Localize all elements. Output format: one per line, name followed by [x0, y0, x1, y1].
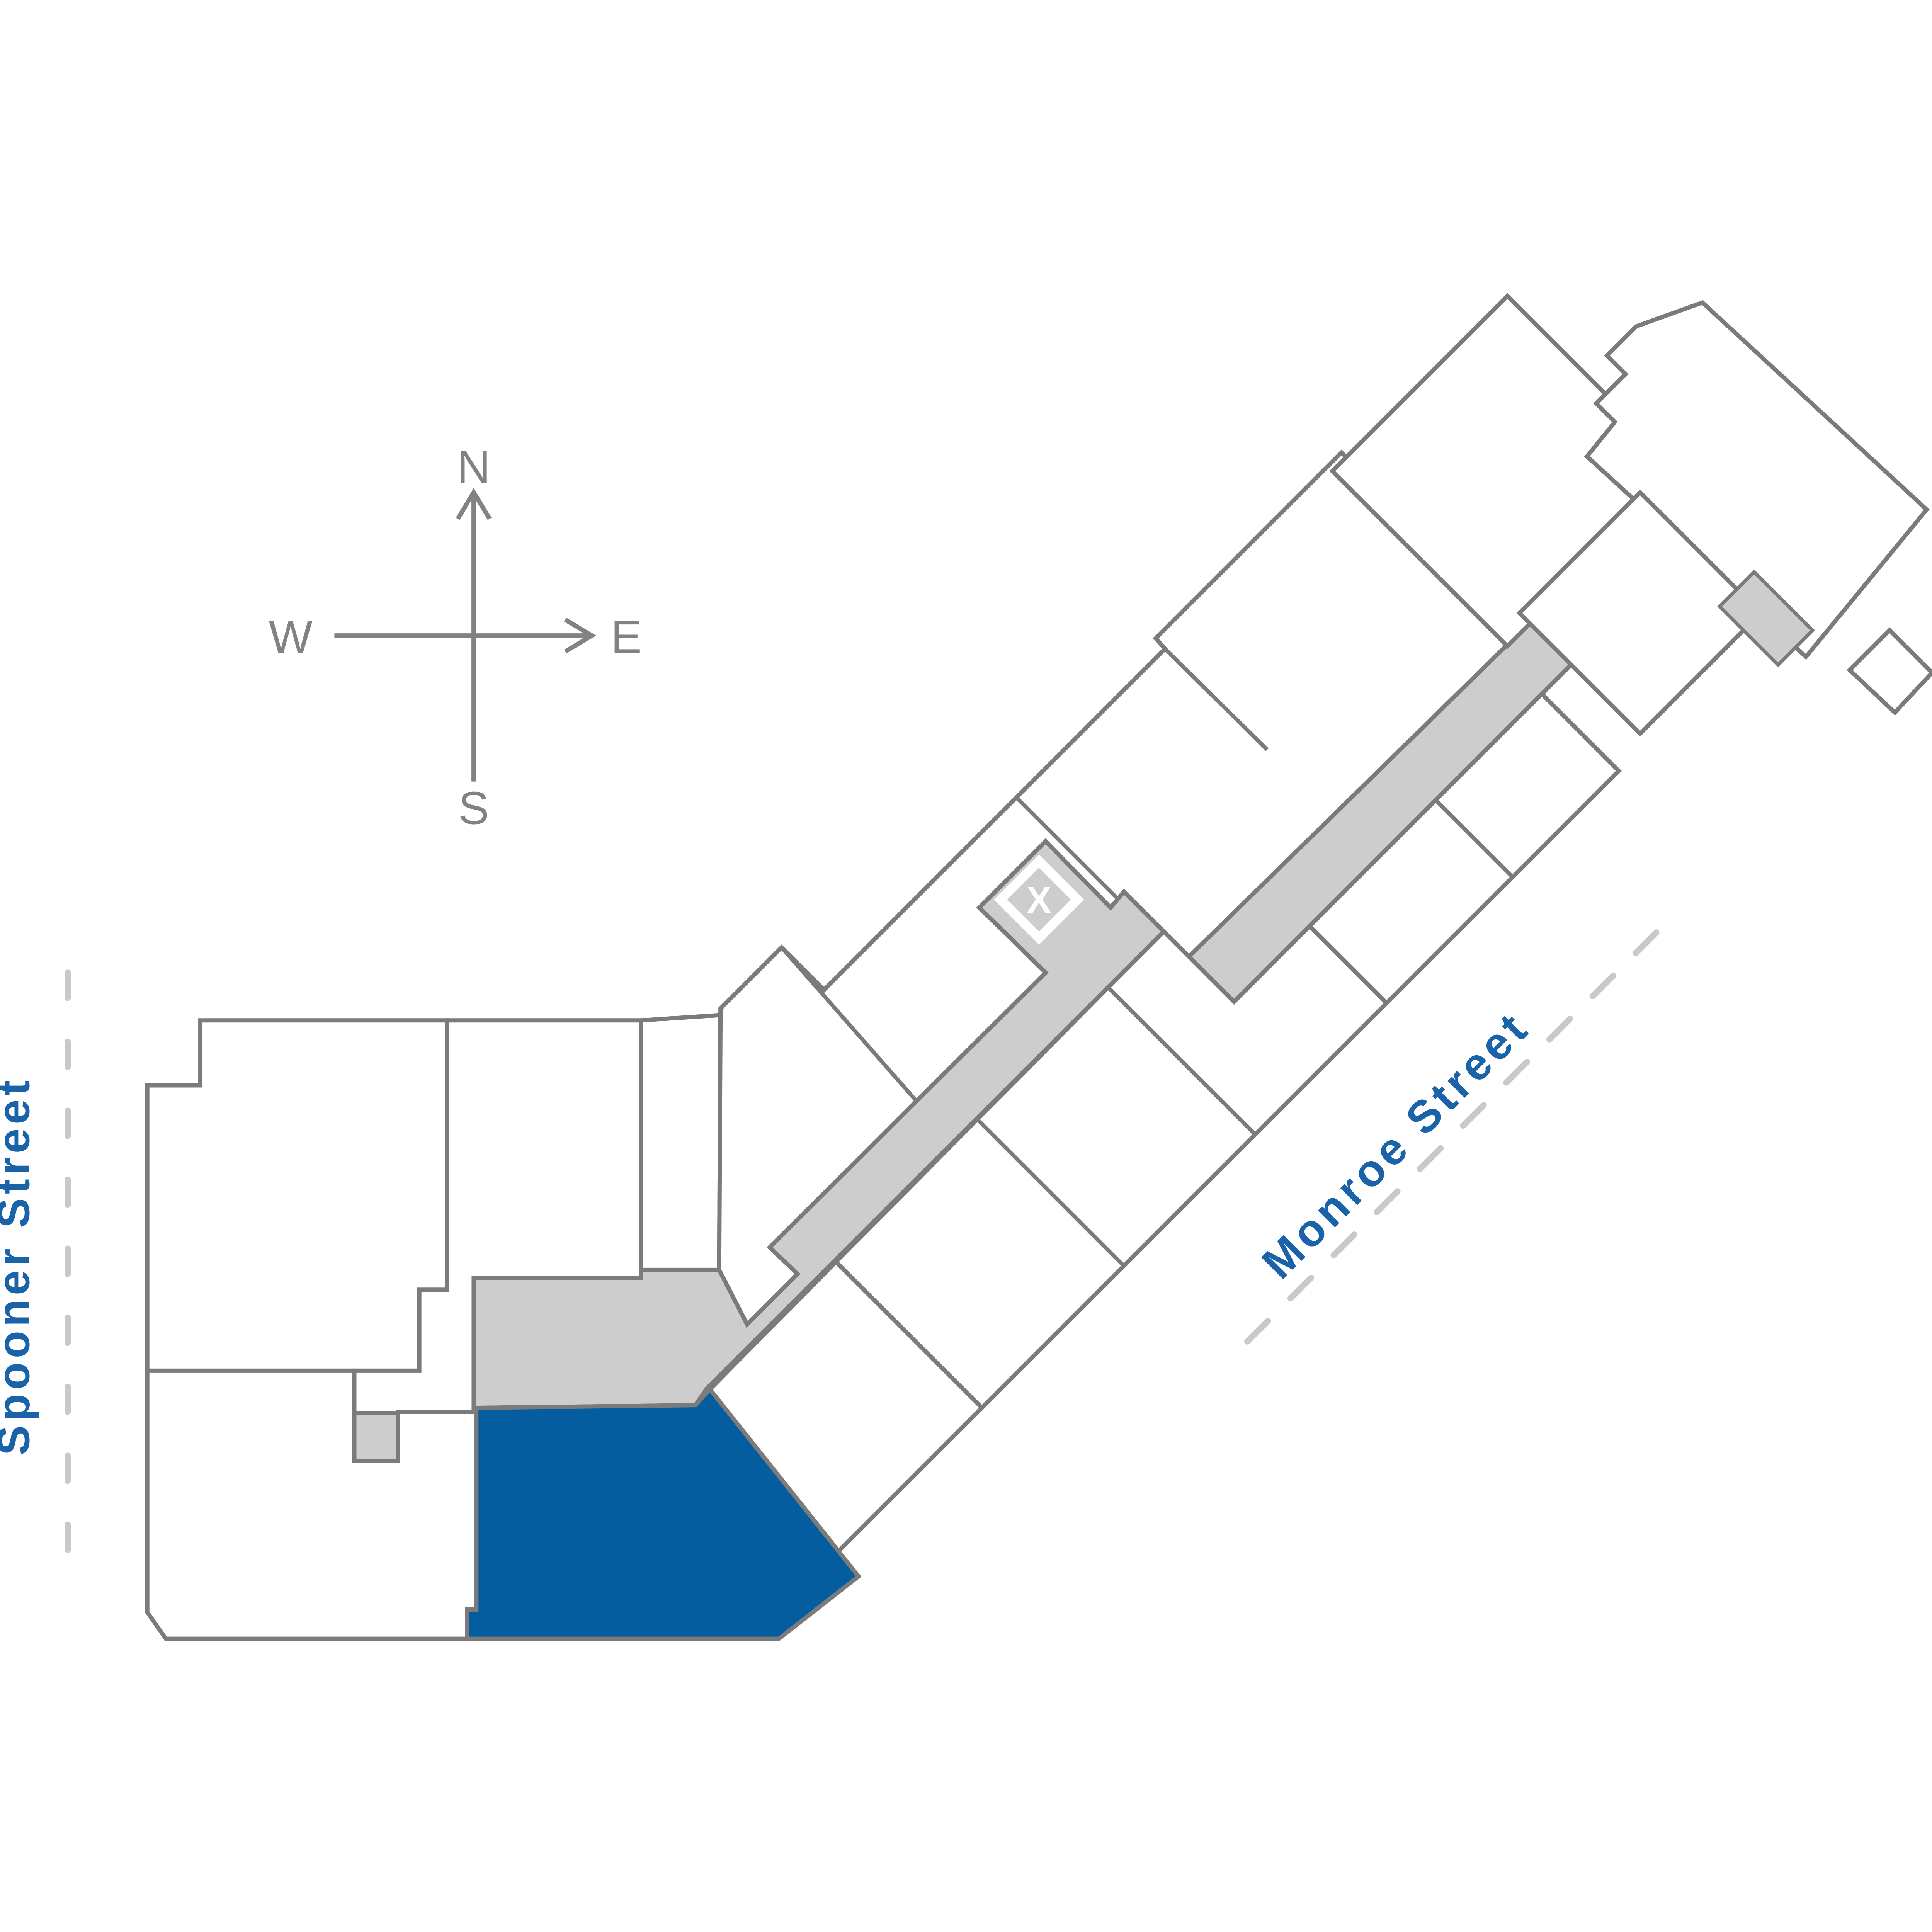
unit-divider: [1308, 925, 1388, 1005]
compass-west-label: W: [269, 611, 313, 663]
corridor-stub: [1717, 569, 1815, 667]
compass-south-label: S: [458, 782, 489, 834]
unit-southwest-chamfered[interactable]: [145, 1368, 479, 1641]
unit-divider: [1163, 647, 1269, 751]
unit-west-right[interactable]: [639, 1013, 723, 1272]
unit-divider: [1106, 986, 1257, 1136]
unit-row-northwest[interactable]: [717, 449, 1524, 1328]
unit-northeast-middle[interactable]: [1516, 489, 1764, 737]
spooner-street-label: Spooner Street: [0, 1077, 39, 1456]
unit-northeast-large[interactable]: [1584, 300, 1930, 660]
compass-north-label: N: [457, 441, 491, 493]
unit-east-edge[interactable]: [1847, 627, 1932, 716]
unit-west-large[interactable]: [145, 1018, 449, 1373]
east-arrow-icon: [564, 617, 596, 654]
unit-divider: [780, 946, 917, 1102]
x-marker-diamond-inner: [1007, 867, 1071, 932]
north-arrow-icon: [456, 488, 492, 520]
x-marker-label: X: [1027, 880, 1051, 921]
x-marker[interactable]: X: [994, 854, 1084, 945]
unit-divider: [1434, 799, 1514, 879]
highlighted-unit[interactable]: [465, 1386, 862, 1641]
unit-divider: [1015, 796, 1119, 900]
unit-divider: [975, 1117, 1126, 1267]
compass-east-label: E: [611, 611, 642, 663]
monroe-street-line: [1244, 916, 1672, 1345]
compass-rose: N S W E: [269, 441, 642, 834]
